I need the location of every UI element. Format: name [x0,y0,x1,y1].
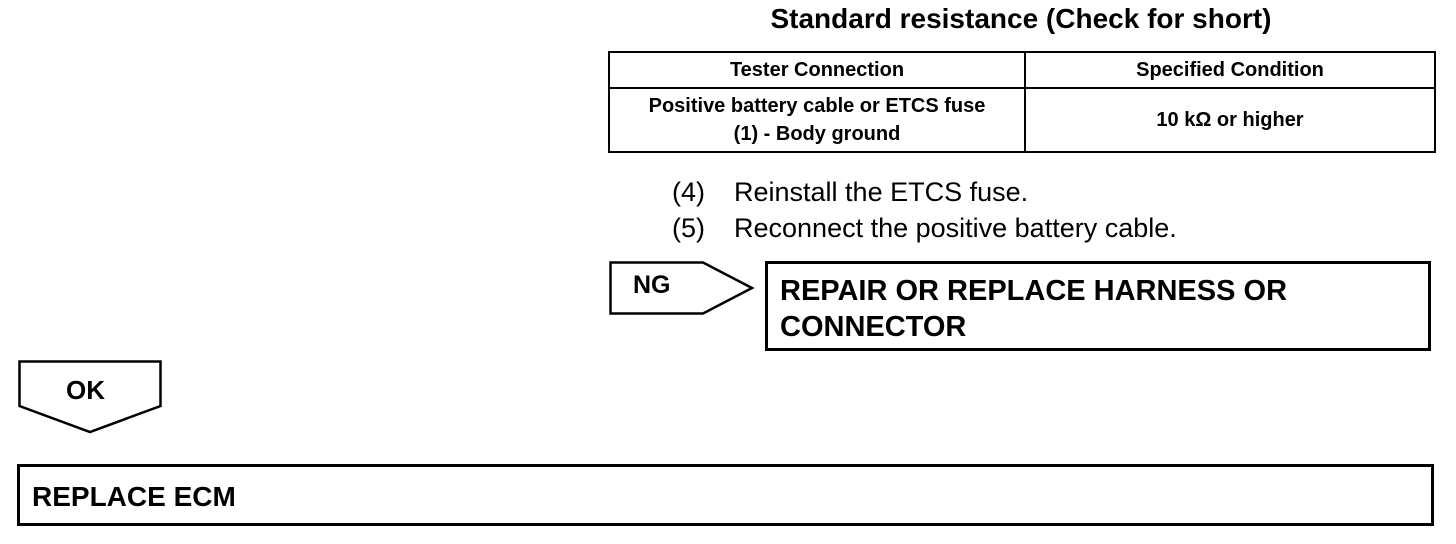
ok-action-box: REPLACE ECM [17,464,1434,526]
cell-specified-condition: 10 kΩ or higher [1024,87,1436,153]
section-title: Standard resistance (Check for short) [770,3,1272,34]
step-number: (5) [672,213,705,243]
ng-action-line-2: CONNECTOR [780,311,967,343]
step-number: (4) [672,177,705,207]
ok-result-tag: OK [18,360,162,434]
cell-tester-connection: Positive battery cable or ETCS fuse (1) … [608,87,1026,153]
list-item: (4) Reinstall the ETCS fuse. [672,174,1177,210]
resistance-spec-table: Tester Connection Specified Condition Po… [608,51,1436,153]
step-text: Reconnect the positive battery cable. [734,213,1177,243]
down-arrow-tag-icon [18,360,162,434]
ng-result-tag: NG [609,261,755,315]
column-header-tester-connection: Tester Connection [608,51,1026,89]
procedure-steps: (4) Reinstall the ETCS fuse. (5) Reconne… [672,174,1177,246]
ng-label: NG [633,271,671,299]
ok-label: OK [66,375,105,405]
connection-line-2: (1) - Body ground [733,123,901,145]
column-header-specified-condition: Specified Condition [1024,51,1436,89]
ng-action-box: REPAIR OR REPLACE HARNESS OR CONNECTOR [765,261,1431,351]
table-header-row: Tester Connection Specified Condition [608,51,1436,89]
list-item: (5) Reconnect the positive battery cable… [672,210,1177,246]
connection-line-1: Positive battery cable or ETCS fuse [648,95,986,117]
table-row: Positive battery cable or ETCS fuse (1) … [608,87,1436,153]
ng-action-line-1: REPAIR OR REPLACE HARNESS OR [780,275,1288,307]
step-text: Reinstall the ETCS fuse. [734,177,1029,207]
right-arrow-tag-icon [609,261,755,315]
